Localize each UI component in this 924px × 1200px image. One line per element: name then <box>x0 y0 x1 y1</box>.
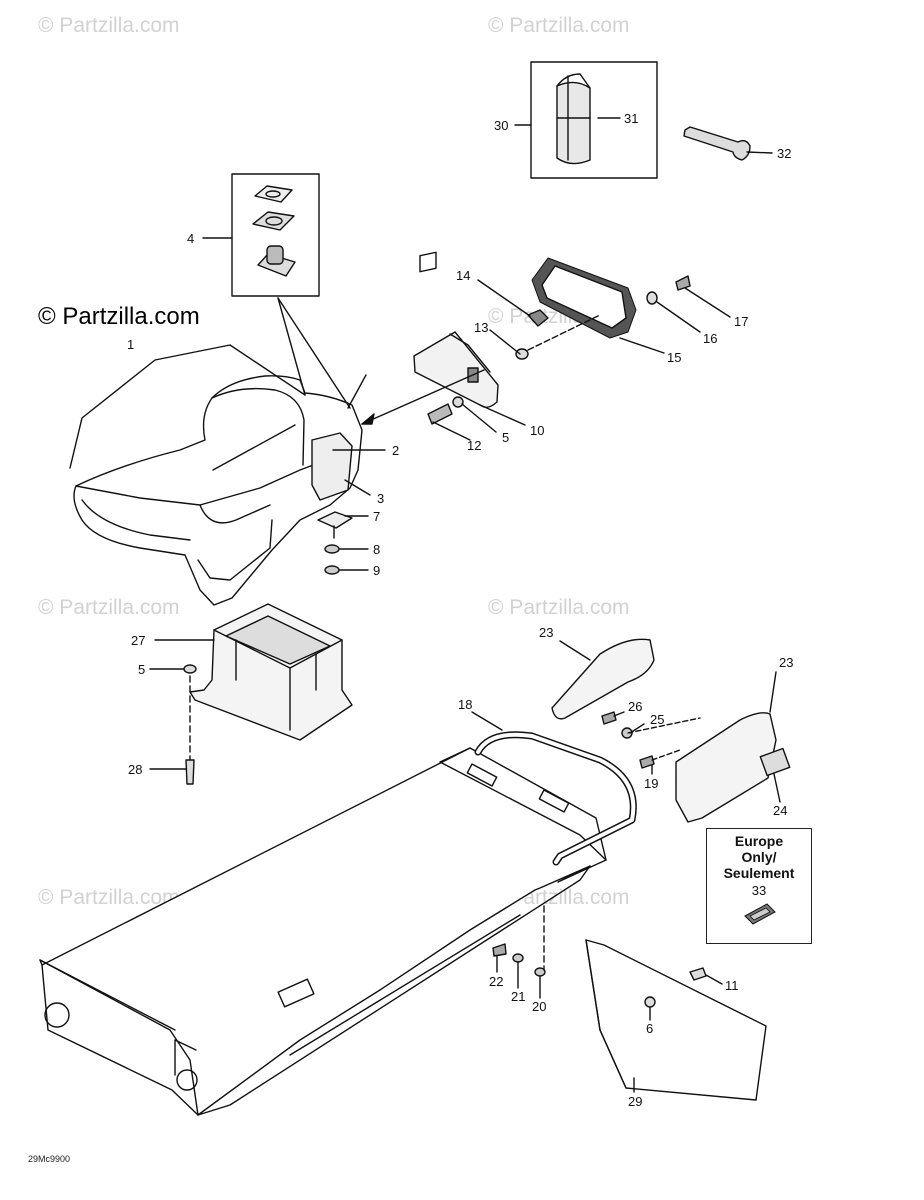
screw-19 <box>639 755 655 769</box>
leader-4b <box>277 297 351 409</box>
callout-17: 17 <box>734 314 748 329</box>
mud-flap-29 <box>585 939 767 1101</box>
callout-3: 3 <box>377 491 384 506</box>
callout-9: 9 <box>373 563 380 578</box>
washer-5 <box>452 396 464 408</box>
callout-27: 27 <box>131 633 145 648</box>
callout-23b: 23 <box>779 655 793 670</box>
watermark-top-right: © Partzilla.com <box>488 14 630 37</box>
callout-20: 20 <box>532 999 546 1014</box>
nut-9 <box>324 565 340 575</box>
watermark-top-left: © Partzilla.com <box>38 14 180 37</box>
screw-17 <box>675 275 691 291</box>
washer-25 <box>621 727 633 739</box>
rivet-28 <box>185 759 195 785</box>
callout-29: 29 <box>628 1094 642 1109</box>
callout-4: 4 <box>187 231 194 246</box>
kit-box-4 <box>231 173 320 297</box>
assembly-arrow <box>361 369 485 425</box>
europe-line-2: Only/ <box>741 849 777 865</box>
grommet-kit-4 <box>252 185 296 277</box>
leader-4c <box>347 374 367 409</box>
callout-15: 15 <box>667 350 681 365</box>
callout-18: 18 <box>458 697 472 712</box>
callout-1: 1 <box>127 337 134 352</box>
callout-32: 32 <box>777 146 791 161</box>
watermark-bottom-left: © Partzilla.com <box>38 886 180 909</box>
wrench-32 <box>683 126 751 161</box>
europe-line-1: Europe <box>734 833 784 849</box>
callout-21: 21 <box>511 989 525 1004</box>
reflector-24 <box>759 747 791 777</box>
callout-19: 19 <box>644 776 658 791</box>
callout-33: 33 <box>751 883 767 898</box>
callout-31: 31 <box>624 111 638 126</box>
leader-1 <box>69 344 306 469</box>
reflector-33 <box>744 903 776 925</box>
europe-only-box: Europe Only/ Seulement 33 <box>706 828 812 944</box>
callout-16: 16 <box>703 331 717 346</box>
europe-line-3: Seulement <box>723 865 795 881</box>
callout-24: 24 <box>773 803 787 818</box>
drawing-code: 29Mc9900 <box>28 1154 71 1164</box>
callout-28: 28 <box>128 762 142 777</box>
washer-21 <box>512 953 524 963</box>
leader-4 <box>277 297 306 396</box>
callout-5b: 5 <box>138 662 145 677</box>
callout-13: 13 <box>474 320 488 335</box>
washer-13 <box>515 348 529 360</box>
vent-3 <box>311 432 353 501</box>
bolt-12 <box>427 403 453 425</box>
rivet-11 <box>689 967 707 981</box>
callout-14: 14 <box>456 268 470 283</box>
callout-8: 8 <box>373 542 380 557</box>
callout-23a: 23 <box>539 625 553 640</box>
watermark-mid-left: © Partzilla.com <box>38 596 180 619</box>
rear-tunnel-frame <box>39 747 607 1116</box>
partzilla-watermark: © Partzilla.com <box>38 303 200 330</box>
taillight-lens-15 <box>531 257 637 339</box>
side-cap-23b <box>675 712 777 823</box>
dashed-assembly <box>527 314 601 351</box>
arrow-head <box>361 413 375 425</box>
washer-5b <box>183 664 197 674</box>
screw-22 <box>492 943 507 957</box>
callout-7: 7 <box>373 509 380 524</box>
tape-roll-31 <box>556 73 591 165</box>
kit-box-30 <box>530 61 658 179</box>
callout-26: 26 <box>628 699 642 714</box>
callout-6: 6 <box>646 1021 653 1036</box>
washer-16 <box>646 291 658 305</box>
screw-26 <box>601 711 617 725</box>
seat-1 <box>73 375 363 606</box>
callout-30: 30 <box>494 118 508 133</box>
bulb-14 <box>527 309 549 327</box>
callout-10: 10 <box>530 423 544 438</box>
callout-2: 2 <box>392 443 399 458</box>
nut-8 <box>324 544 340 554</box>
callout-22: 22 <box>489 974 503 989</box>
watermark-mid-right-2: © Partzilla.com <box>488 596 630 619</box>
callout-11: 11 <box>725 978 739 993</box>
side-cap-23a <box>551 638 655 720</box>
callout-5a: 5 <box>502 430 509 445</box>
storage-box-27 <box>189 603 353 741</box>
grab-handle-18 <box>474 731 637 866</box>
callout-12: 12 <box>467 438 481 453</box>
clip-7 <box>317 511 353 539</box>
washer-6 <box>644 996 656 1008</box>
callout-25: 25 <box>650 712 664 727</box>
